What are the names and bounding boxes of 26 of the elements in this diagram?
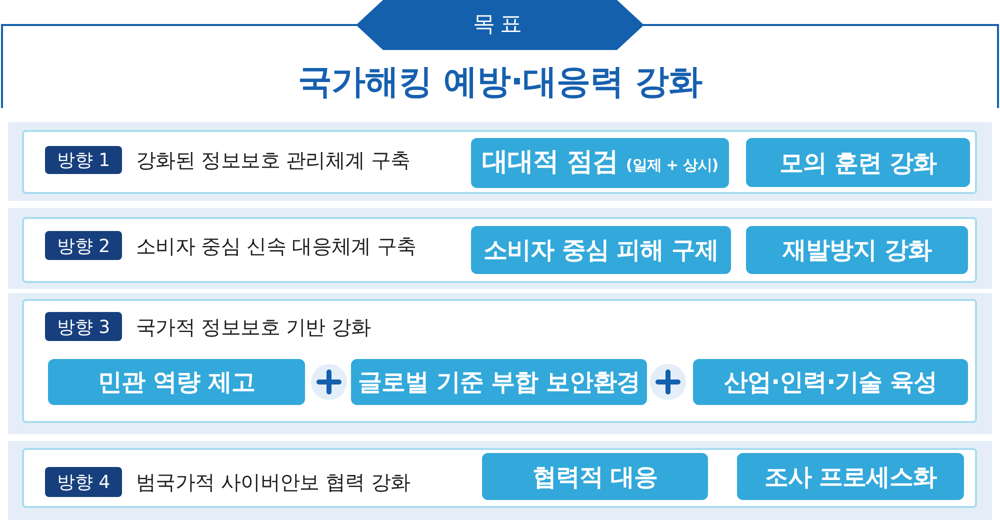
action-box: 재발방지 강화 xyxy=(746,226,968,274)
direction-heading: 소비자 중심 신속 대응체계 구축 xyxy=(136,233,416,260)
direction-panel xyxy=(22,130,977,194)
direction-tag: 방향 2 xyxy=(45,231,122,260)
hexagon-banner xyxy=(356,0,644,50)
goal-title: 국가해킹 예방·대응력 강화 xyxy=(298,62,702,102)
action-box: 조사 프로세스화 xyxy=(737,453,964,500)
banner-label: 목표 xyxy=(473,11,527,39)
action-note: (일제 + 상시) xyxy=(626,156,718,175)
direction-tag: 방향 4 xyxy=(45,467,122,497)
direction-heading: 국가적 정보보호 기반 강화 xyxy=(136,314,371,341)
action-box: 민관 역량 제고 xyxy=(48,359,305,405)
direction-heading: 강화된 정보보호 관리체계 구축 xyxy=(136,147,410,174)
direction-tag: 방향 3 xyxy=(45,312,122,341)
direction-heading: 범국가적 사이버안보 협력 강화 xyxy=(136,469,410,496)
action-box: 협력적 대응 xyxy=(482,453,708,500)
direction-panel xyxy=(22,448,977,508)
action-label: 대대적 점검 xyxy=(482,146,618,179)
action-box: 글로벌 기준 부합 보안환경 xyxy=(351,359,647,405)
direction-panel xyxy=(22,217,977,283)
action-box: 산업·인력·기술 육성 xyxy=(693,359,968,405)
action-box xyxy=(471,138,729,188)
direction-tag: 방향 1 xyxy=(45,146,122,174)
direction-panel xyxy=(22,299,977,423)
action-box: 모의 훈련 강화 xyxy=(746,138,970,187)
action-box: 소비자 중심 피해 구제 xyxy=(471,226,731,274)
